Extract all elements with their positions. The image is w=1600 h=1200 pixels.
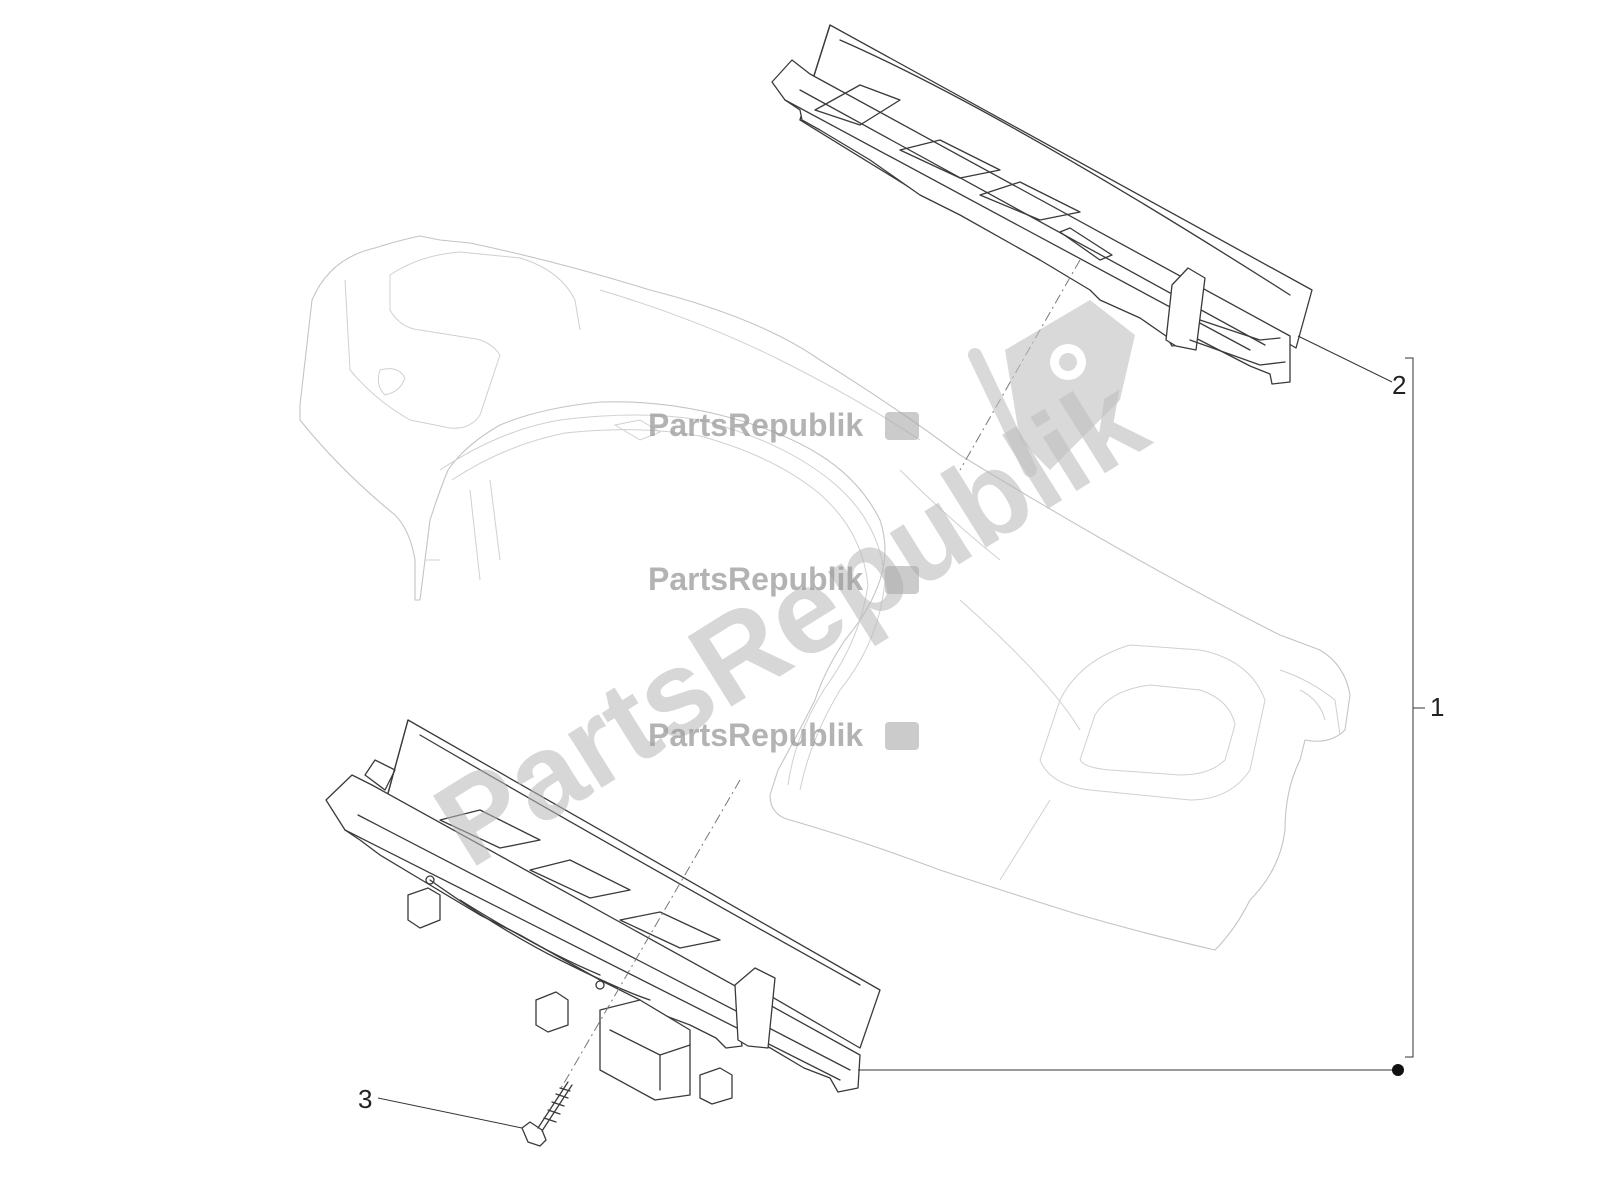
watermark-small-text-2: PartsRepublik <box>648 561 863 597</box>
leader-lines <box>377 335 1425 1129</box>
watermark-small-1: PartsRepublik <box>648 407 919 443</box>
watermark-small-3: PartsRepublik <box>648 717 919 753</box>
callout-1: 1 <box>1430 692 1444 722</box>
watermark-small-text-1: PartsRepublik <box>648 407 863 443</box>
watermark-gear-icon-1 <box>885 412 919 440</box>
part-1-instrument-panel-assembly <box>325 719 881 1105</box>
callout-3: 3 <box>358 1084 372 1114</box>
assembly-dot <box>1392 1064 1404 1076</box>
watermark-gear-icon-2 <box>885 566 919 594</box>
watermark-small-text-3: PartsRepublik <box>648 717 863 753</box>
part-2-instrument-cluster <box>771 24 1313 385</box>
watermark-gear-icon-3 <box>885 722 919 750</box>
callout-2: 2 <box>1392 370 1406 400</box>
part-3-screw <box>521 1081 573 1147</box>
watermark-logo-icon <box>968 300 1135 477</box>
watermark-small-2: PartsRepublik <box>648 561 919 597</box>
handlebar-cover <box>299 235 1351 951</box>
